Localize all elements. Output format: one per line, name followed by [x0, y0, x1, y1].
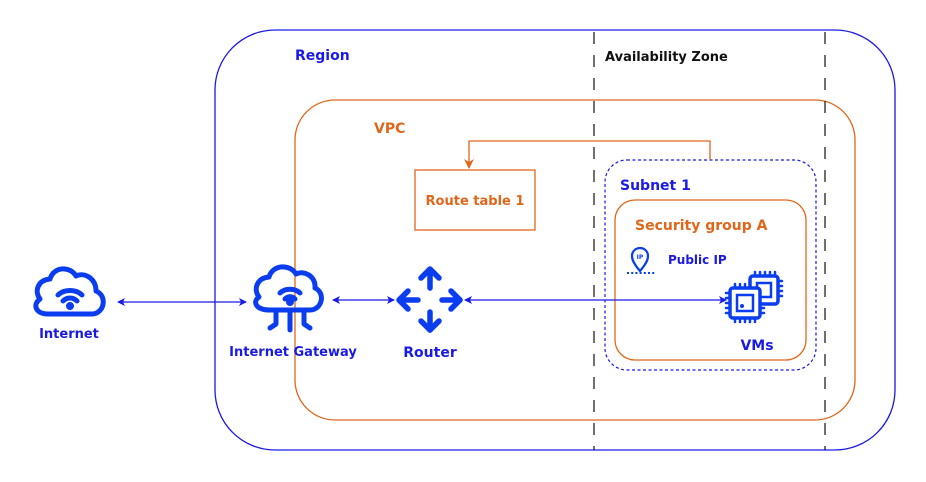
cpu-chips-icon	[724, 270, 784, 324]
security-group-label: Security group A	[635, 218, 768, 234]
ip-badge-text: IP	[637, 254, 644, 261]
vpc-container	[294, 99, 856, 421]
router-label: Router	[403, 345, 457, 361]
cloud-wifi-icon	[33, 266, 106, 317]
availability-zone-label: Availability Zone	[605, 50, 728, 65]
public-ip-node[interactable]: IP Public IP	[627, 246, 727, 274]
internet-gateway-node[interactable]: Internet Gateway	[229, 264, 357, 360]
vms-node[interactable]: VMs	[724, 270, 784, 354]
internet-gateway-label: Internet Gateway	[229, 345, 357, 360]
public-ip-label: Public IP	[668, 253, 727, 267]
vpc-label: VPC	[374, 121, 405, 137]
internet-label: Internet	[39, 327, 99, 342]
vms-label: VMs	[740, 338, 773, 354]
region-label: Region	[295, 48, 350, 64]
route-table-box	[414, 169, 536, 231]
security-group-container	[614, 199, 807, 361]
internet-node[interactable]: Internet	[33, 266, 106, 342]
router-node[interactable]: Router	[396, 266, 463, 361]
router-arrows-icon	[396, 266, 463, 333]
cloud-gateway-icon	[253, 264, 324, 333]
subnet-label: Subnet 1	[620, 178, 691, 194]
route-table-label: Route table 1	[426, 194, 525, 209]
edge-subnet-to-route-table	[464, 140, 711, 169]
region-container	[214, 29, 896, 451]
ip-pin-icon: IP	[627, 246, 655, 274]
route-table-node[interactable]: Route table 1	[414, 169, 536, 231]
